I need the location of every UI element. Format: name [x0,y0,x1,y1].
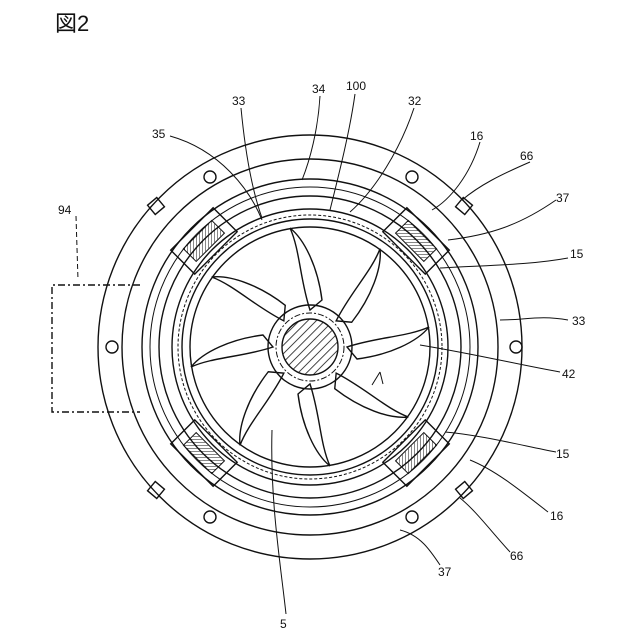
label-37-top: 37 [556,191,570,205]
label-15-top: 15 [570,247,584,261]
coil-bracket-top-right [383,208,449,274]
label-34: 34 [312,82,326,96]
coil-bracket-top-left [171,208,237,274]
rotation-arrow [372,372,383,385]
label-94: 94 [58,203,72,217]
label-33-top: 33 [232,94,246,108]
label-16-top: 16 [470,129,484,143]
coil-bracket-bottom-left [171,420,237,486]
label-5: 5 [280,617,287,631]
label-66-bottom: 66 [510,549,524,563]
label-100: 100 [346,79,366,93]
label-33-right: 33 [572,314,586,328]
label-32: 32 [408,94,422,108]
label-37-bottom: 37 [438,565,452,579]
label-16-bottom: 16 [550,509,564,523]
label-42: 42 [562,367,576,381]
shaft [282,319,338,375]
coil-bracket-bottom-right [383,420,449,486]
label-35: 35 [152,127,166,141]
label-15-bottom: 15 [556,447,570,461]
label-66-top: 66 [520,149,534,163]
